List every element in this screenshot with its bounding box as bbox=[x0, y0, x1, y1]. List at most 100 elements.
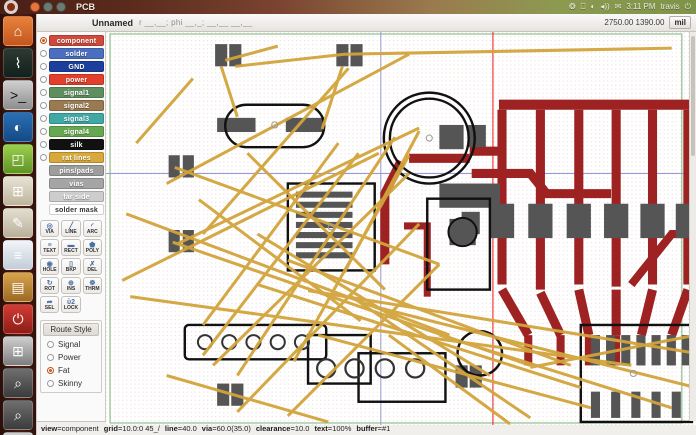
thrm-tool[interactable]: ☸THRM bbox=[82, 277, 102, 294]
layer-radio-silk[interactable] bbox=[40, 141, 47, 148]
wifi-icon[interactable]: ◐ bbox=[590, 2, 596, 11]
layer-radio-signal4[interactable] bbox=[40, 128, 47, 135]
route-style-radio-fat[interactable] bbox=[47, 367, 54, 374]
launcher-item-search-1-glyph: ⌕ bbox=[14, 375, 22, 391]
route-style-radio-signal[interactable] bbox=[47, 341, 54, 348]
clock-indicator[interactable]: 3:11 PM bbox=[626, 2, 656, 11]
layer-chip-gnd[interactable]: GND bbox=[49, 61, 104, 72]
layer-chip-pins-pads[interactable]: pins/pads bbox=[49, 165, 104, 176]
launcher-item-schematic-edit[interactable]: ✎ bbox=[3, 208, 33, 238]
layer-row[interactable]: signal1 bbox=[38, 86, 104, 99]
layer-chip-signal3[interactable]: signal3 bbox=[49, 113, 104, 124]
maximize-button[interactable] bbox=[56, 2, 66, 12]
rect-tool-label: RECT bbox=[64, 248, 78, 254]
layer-chip-solder-mask[interactable]: solder mask bbox=[49, 204, 104, 215]
launcher-item-schematic[interactable]: ⊞ bbox=[3, 176, 33, 206]
layer-chip-far-side[interactable]: far side bbox=[49, 191, 104, 202]
layer-row[interactable]: signal4 bbox=[38, 125, 104, 138]
layer-radio-signal3[interactable] bbox=[40, 115, 47, 122]
launcher-item-document[interactable]: ≡ bbox=[3, 240, 33, 270]
layer-row[interactable]: solder bbox=[38, 47, 104, 60]
layer-row[interactable]: power bbox=[38, 73, 104, 86]
volume-icon[interactable]: ◂)) bbox=[600, 2, 610, 11]
route-style-option-signal[interactable]: Signal bbox=[43, 338, 99, 351]
launcher-item-terminal[interactable]: >_ bbox=[3, 80, 33, 110]
ubuntu-logo-icon[interactable] bbox=[4, 0, 18, 14]
launcher-item-files[interactable]: ⌂ bbox=[3, 16, 33, 46]
layer-row[interactable]: silk bbox=[38, 138, 104, 151]
launcher-item-pcb-editor[interactable]: ◰ bbox=[3, 144, 33, 174]
launcher-item-search-1[interactable]: ⌕ bbox=[3, 368, 33, 398]
route-style-option-skinny[interactable]: Skinny bbox=[43, 377, 99, 390]
layer-row[interactable]: GND bbox=[38, 60, 104, 73]
layer-row[interactable]: signal2 bbox=[38, 99, 104, 112]
layer-radio-signal2[interactable] bbox=[40, 102, 47, 109]
hole-tool[interactable]: ◉HOLE bbox=[40, 258, 60, 275]
layer-chip-silk[interactable]: silk bbox=[49, 139, 104, 150]
app-menu-title[interactable]: PCB bbox=[76, 2, 96, 12]
scrollbar-thumb[interactable] bbox=[691, 36, 695, 156]
minimize-button[interactable] bbox=[43, 2, 53, 12]
layer-chip-power[interactable]: power bbox=[49, 74, 104, 85]
layer-chip-vias[interactable]: vias bbox=[49, 178, 104, 189]
bkp-tool[interactable]: ▯BKP bbox=[61, 258, 81, 275]
route-style-option-power[interactable]: Power bbox=[43, 351, 99, 364]
launcher-item-software-center[interactable]: ▤ bbox=[3, 272, 33, 302]
launcher-item-trash[interactable]: ▦ bbox=[3, 432, 33, 435]
user-indicator[interactable]: travis bbox=[660, 2, 680, 11]
power-icon[interactable]: ⏻ bbox=[684, 2, 691, 11]
status-clearance-value: 10.0 bbox=[294, 424, 310, 433]
layer-row[interactable]: signal3 bbox=[38, 112, 104, 125]
rot-tool[interactable]: ↻ROT bbox=[40, 277, 60, 294]
pcb-canvas-area[interactable] bbox=[106, 32, 696, 425]
text-tool[interactable]: ≡TEXT bbox=[40, 239, 60, 256]
route-style-label-power: Power bbox=[58, 353, 81, 362]
del-tool[interactable]: ✗DEL bbox=[82, 258, 102, 275]
mail-icon[interactable]: ✉ bbox=[614, 2, 622, 11]
launcher-item-firefox[interactable]: ◐ bbox=[3, 112, 33, 142]
canvas-vertical-scrollbar[interactable] bbox=[689, 32, 696, 421]
layer-radio-solder[interactable] bbox=[40, 50, 47, 57]
layer-row[interactable]: vias bbox=[38, 177, 104, 190]
layer-row[interactable]: solder mask bbox=[38, 203, 104, 216]
status-line: line=40.0 bbox=[164, 424, 197, 433]
layer-row[interactable]: component bbox=[38, 34, 104, 47]
pcb-layout-canvas[interactable] bbox=[106, 32, 696, 425]
rect-tool[interactable]: ▬RECT bbox=[61, 239, 81, 256]
launcher-item-system-monitor[interactable]: ⌇ bbox=[3, 48, 33, 78]
layer-chip-solder[interactable]: solder bbox=[49, 48, 104, 59]
via-tool[interactable]: ◎VIA bbox=[40, 220, 60, 237]
layer-chip-signal1[interactable]: signal1 bbox=[49, 87, 104, 98]
layer-row[interactable]: far side bbox=[38, 190, 104, 203]
route-style-radio-skinny[interactable] bbox=[47, 380, 54, 387]
poly-tool[interactable]: ⬟POLY bbox=[82, 239, 102, 256]
sel-tool[interactable]: ➦SEL bbox=[40, 296, 60, 313]
layer-radio-signal1[interactable] bbox=[40, 89, 47, 96]
layer-radio-rat-lines[interactable] bbox=[40, 154, 47, 161]
layer-radio-component[interactable] bbox=[40, 37, 47, 44]
line-tool[interactable]: ╱LINE bbox=[61, 220, 81, 237]
layer-row[interactable]: pins/pads bbox=[38, 164, 104, 177]
launcher-item-workspace-switcher[interactable]: ⊞ bbox=[3, 336, 33, 366]
ins-tool[interactable]: ⊕INS bbox=[61, 277, 81, 294]
layer-chip-rat-lines[interactable]: rat lines bbox=[49, 152, 104, 163]
route-style-option-fat[interactable]: Fat bbox=[43, 364, 99, 377]
launcher-item-document-glyph: ≡ bbox=[13, 247, 23, 263]
close-button[interactable] bbox=[30, 2, 40, 12]
layer-radio-gnd[interactable] bbox=[40, 63, 47, 70]
layer-chip-signal2[interactable]: signal2 bbox=[49, 100, 104, 111]
bluetooth-icon[interactable]: ❂ bbox=[568, 2, 576, 11]
layer-chip-component[interactable]: component bbox=[49, 35, 104, 46]
layer-radio-power[interactable] bbox=[40, 76, 47, 83]
route-style-radio-power[interactable] bbox=[47, 354, 54, 361]
layer-row[interactable]: rat lines bbox=[38, 151, 104, 164]
launcher-item-search-2[interactable]: ⌕ bbox=[3, 400, 33, 430]
arc-tool[interactable]: ◜ARC bbox=[82, 220, 102, 237]
display-icon[interactable]: ⎕ bbox=[580, 2, 586, 11]
status-view-key: view bbox=[41, 424, 58, 433]
status-clearance: clearance=10.0 bbox=[255, 424, 310, 433]
unit-toggle-button[interactable]: mil bbox=[669, 16, 691, 29]
launcher-item-shutdown[interactable]: ⏻ bbox=[3, 304, 33, 334]
layer-chip-signal4[interactable]: signal4 bbox=[49, 126, 104, 137]
